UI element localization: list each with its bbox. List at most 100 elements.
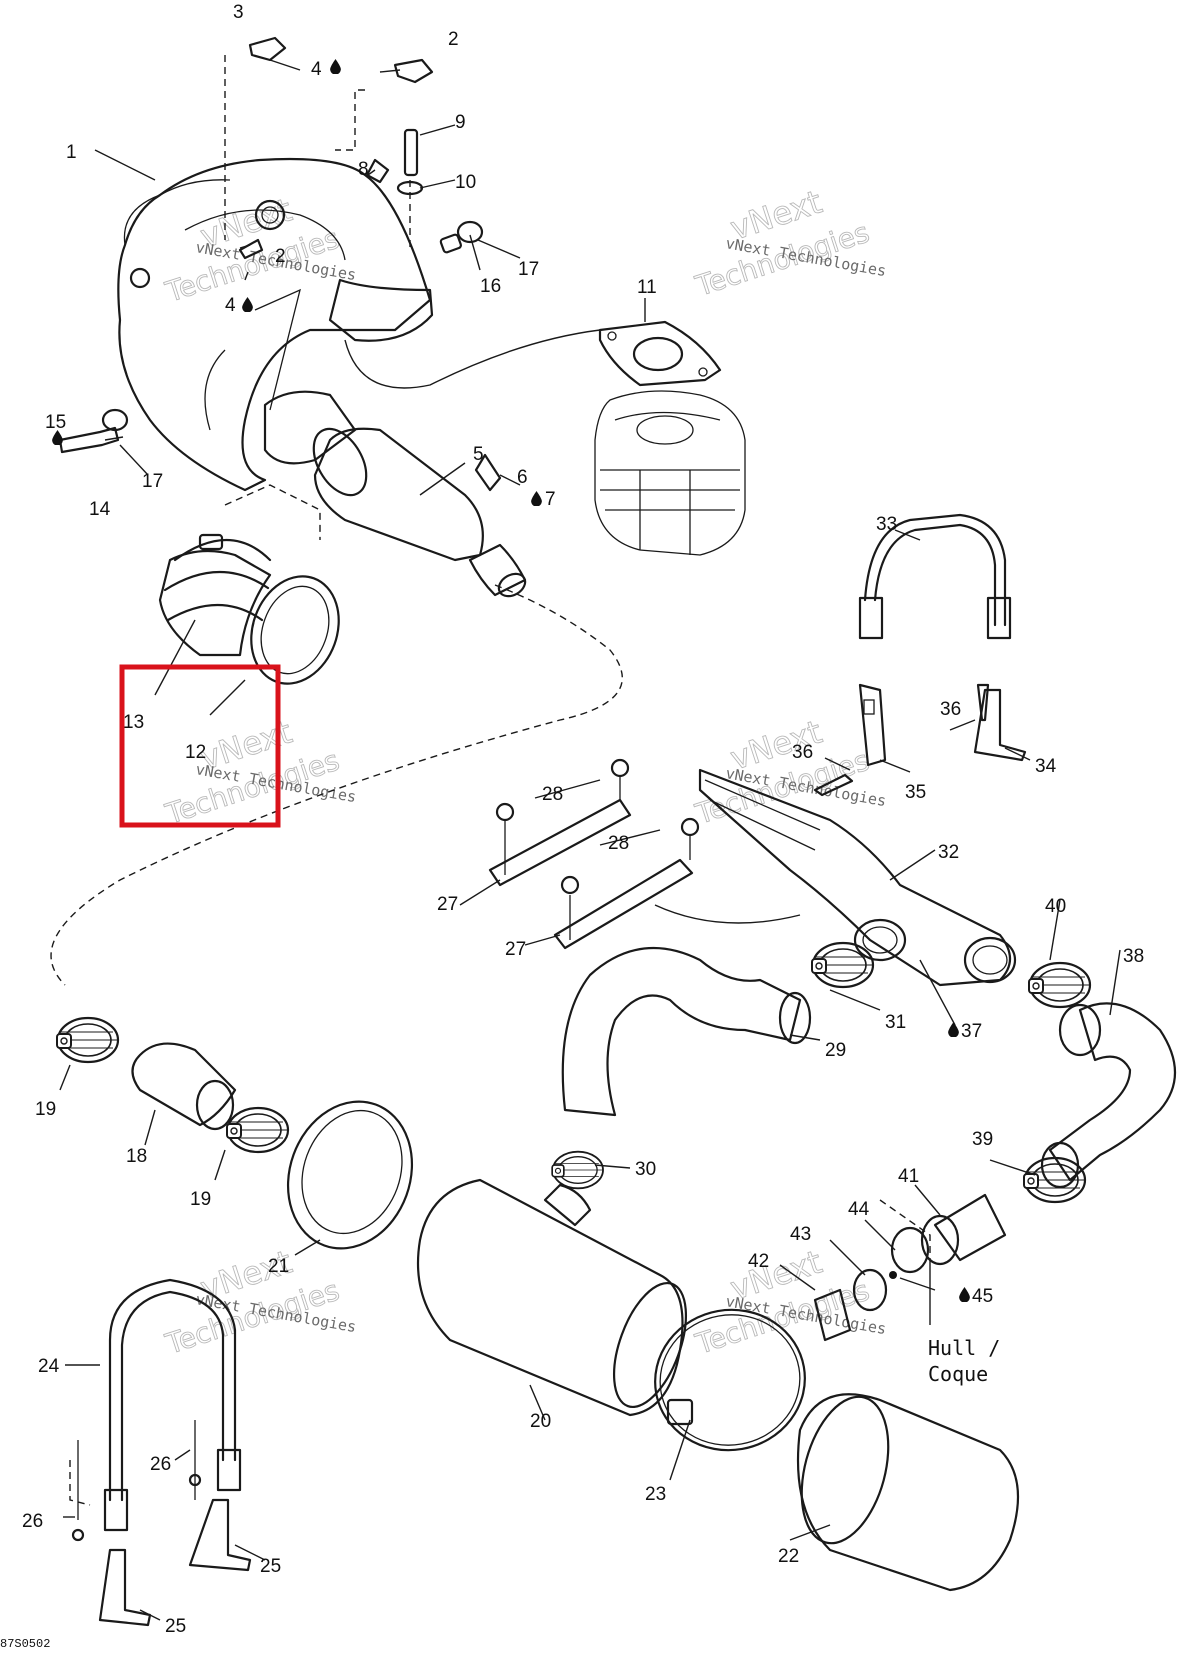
callout-19b: 19	[190, 1189, 211, 1210]
gasket-arrow	[344, 329, 601, 389]
callout-20: 20	[530, 1411, 551, 1432]
callout-8: 8	[358, 159, 369, 180]
watermark-5: vNext Technologies vNext Technologies	[161, 1242, 358, 1361]
callout-26b: 26	[22, 1511, 43, 1532]
drop-icon-37	[948, 1022, 959, 1037]
callout-17a: 17	[518, 259, 539, 280]
callout-2b: 2	[275, 246, 286, 267]
watermark-4: vNext Technologies vNext Technologies	[691, 712, 888, 831]
callout-37: 37	[961, 1021, 982, 1042]
callout-labels: 1 2 2 3 4 4 5 6 7 8 9 10 11 12 13 14 15 …	[22, 2, 1144, 1637]
callout-34: 34	[1035, 756, 1057, 777]
coupler-hose	[158, 533, 340, 685]
callout-14: 14	[89, 499, 111, 520]
callout-26a: 26	[150, 1454, 171, 1475]
callout-6: 6	[517, 467, 528, 488]
strap-24	[103, 1278, 242, 1532]
hull-label-line1: Hull /	[928, 1336, 1000, 1360]
drop-icon-45	[959, 1287, 970, 1302]
callout-38: 38	[1123, 946, 1144, 967]
callout-28b: 28	[608, 833, 629, 854]
clamp-19a	[55, 1016, 120, 1064]
strap-23	[654, 1308, 806, 1452]
muffler-20	[416, 1178, 688, 1417]
callout-30: 30	[635, 1159, 656, 1180]
callout-13: 13	[123, 712, 144, 733]
callout-7: 7	[545, 489, 556, 510]
callout-43: 43	[790, 1224, 811, 1245]
sleeve-18	[131, 1042, 237, 1131]
ring-21	[286, 1100, 414, 1250]
callout-16: 16	[480, 276, 501, 297]
callout-1: 1	[66, 142, 77, 163]
highlight-box	[119, 664, 281, 828]
callout-45: 45	[972, 1286, 993, 1307]
callout-25b: 25	[165, 1616, 186, 1637]
callout-3: 3	[233, 2, 244, 23]
drop-icon-4b	[242, 297, 253, 312]
callout-18: 18	[126, 1146, 147, 1167]
clamp-31	[810, 941, 875, 989]
cone-pipe	[312, 427, 527, 598]
strap-top	[858, 513, 1012, 640]
callout-36a: 36	[940, 699, 961, 720]
fittings-top	[58, 36, 502, 492]
clamp-19b	[225, 1106, 290, 1154]
hose-29	[561, 946, 812, 1117]
callout-9: 9	[455, 112, 466, 133]
callout-4b: 4	[225, 295, 236, 316]
callout-21: 21	[268, 1256, 289, 1277]
arrow-to-connector	[654, 904, 801, 924]
muffler-connector	[698, 768, 1017, 987]
callout-29: 29	[825, 1040, 846, 1061]
callout-10: 10	[455, 172, 476, 193]
callout-19a: 19	[35, 1099, 56, 1120]
fitting-41-45	[813, 1193, 1007, 1342]
brackets-25	[71, 1420, 252, 1627]
callout-11: 11	[637, 277, 657, 298]
callout-17b: 17	[142, 471, 163, 492]
callout-42: 42	[748, 1251, 769, 1272]
callout-23: 23	[645, 1484, 666, 1505]
callout-27b: 27	[505, 939, 526, 960]
engine-cylinder	[594, 390, 746, 556]
callout-15: 15	[45, 412, 66, 433]
callout-33: 33	[876, 514, 897, 535]
callout-2a: 2	[448, 29, 459, 50]
callout-36b: 36	[792, 742, 813, 763]
callout-40: 40	[1045, 896, 1066, 917]
callout-22: 22	[778, 1546, 799, 1567]
callout-28a: 28	[542, 784, 563, 805]
clamp-30	[551, 1150, 604, 1190]
callout-44: 44	[848, 1199, 870, 1220]
clamp-39	[1022, 1156, 1087, 1204]
leader-lines	[59, 59, 1121, 1621]
callout-4a: 4	[311, 59, 322, 80]
callout-27a: 27	[437, 894, 458, 915]
gasket	[598, 320, 722, 387]
water-box-22	[796, 1393, 1020, 1592]
callout-12: 12	[185, 742, 206, 763]
diagram-code: 87S0502	[0, 1637, 50, 1651]
drop-icon-7	[531, 491, 542, 506]
callout-25a: 25	[260, 1556, 281, 1577]
clamp-40	[1027, 961, 1092, 1009]
brackets-right	[813, 683, 1027, 797]
watermark-3: vNext Technologies vNext Technologies	[161, 712, 358, 831]
callout-39: 39	[972, 1129, 993, 1150]
straps-center	[488, 758, 700, 950]
callout-41: 41	[898, 1166, 919, 1187]
callout-24: 24	[38, 1356, 60, 1377]
assembly-dashed-lines	[50, 55, 931, 1506]
watermark-1: vNext Technologies vNext Technologies	[161, 190, 358, 309]
exhaust-manifold	[117, 157, 434, 492]
hull-label-line2: Coque	[928, 1362, 988, 1386]
callout-32: 32	[938, 842, 959, 863]
drop-icon-4a	[330, 59, 341, 74]
callout-5: 5	[473, 444, 484, 465]
callout-35: 35	[905, 782, 926, 803]
callout-31: 31	[885, 1012, 906, 1033]
watermark-2: vNext Technologies vNext Technologies	[691, 182, 888, 303]
hull-label: Hull / Coque	[928, 1260, 1000, 1386]
